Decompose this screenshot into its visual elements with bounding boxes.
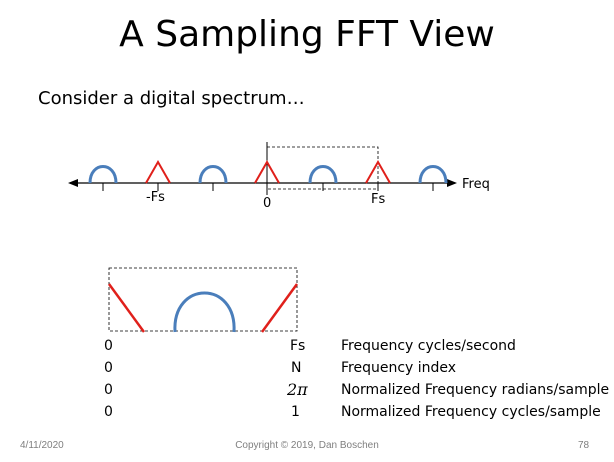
fs-label: Fs <box>371 192 386 207</box>
spectrum-arch <box>198 165 228 184</box>
zoom-arch <box>173 291 236 333</box>
neg-fs-label: -Fs <box>146 190 165 205</box>
row-description: Normalized Frequency radians/sample <box>341 382 610 398</box>
zoom-spectrum <box>107 267 299 333</box>
axis-arrow-left <box>68 179 78 187</box>
zoom-triangle-left <box>107 283 146 333</box>
row-left-value: 0 <box>104 338 113 354</box>
axis-ticks <box>102 183 434 191</box>
slide-subtitle: Consider a digital spectrum… <box>38 88 305 109</box>
footer-copyright: Copyright © 2019, Dan Boschen <box>235 440 379 451</box>
row-description: Frequency index <box>341 360 457 376</box>
freq-label: Freq <box>462 177 490 192</box>
footer-page-number: 78 <box>578 440 590 451</box>
spectrum-triangle <box>145 159 171 184</box>
footer-date: 4/11/2020 <box>20 440 64 451</box>
zero-label: 0 <box>263 196 272 211</box>
row-left-value: 0 <box>104 360 113 376</box>
arch-group <box>88 165 448 184</box>
slide-title: A Sampling FFT View <box>119 14 495 55</box>
axis-arrow-right <box>447 179 457 187</box>
zoom-triangle-right <box>260 283 299 333</box>
row-description: Normalized Frequency cycles/sample <box>341 404 601 420</box>
row-right-value: 1 <box>291 404 300 420</box>
row-right-value: N <box>291 360 302 376</box>
spectrum-arch <box>418 165 448 184</box>
spectrum-arch <box>88 165 118 184</box>
nyquist-window <box>266 146 379 190</box>
row-right-value: Fs <box>290 338 306 354</box>
spectrum-arch <box>308 165 338 184</box>
triangle-group <box>145 159 391 184</box>
row-left-value: 0 <box>104 404 113 420</box>
row-left-value: 0 <box>104 382 113 398</box>
row-right-value: 2π <box>287 380 308 399</box>
spectrum-triangle <box>254 159 280 184</box>
row-description: Frequency cycles/second <box>341 338 516 354</box>
spectrum-triangle <box>365 159 391 184</box>
top-spectrum <box>68 142 457 195</box>
zoom-window <box>108 267 298 332</box>
